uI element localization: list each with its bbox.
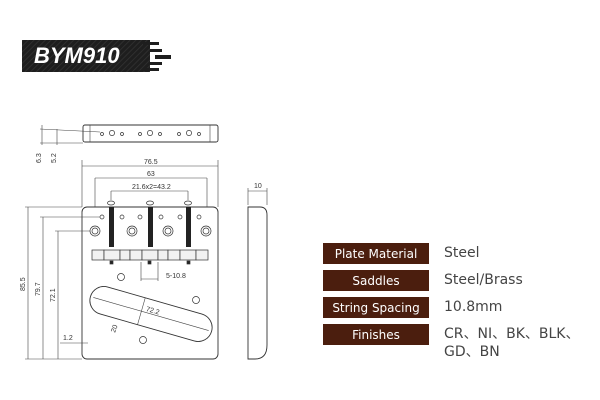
spec-value: CR、NI、BK、BLK、GD、BN [444, 326, 580, 360]
dim-plate-width: 76.5 [144, 159, 158, 166]
dim-post-spacing: 63 [147, 171, 155, 178]
top-view: 6.3 5.2 [36, 124, 219, 163]
dim-top-h2: 5.2 [51, 153, 58, 163]
dim-hole-1: 79.7 [35, 282, 42, 296]
spec-label: Finishes [323, 324, 429, 345]
model-name: BYM910 [34, 43, 120, 68]
dim-pickup-length: 72.2 [145, 306, 160, 317]
spec-label: Saddles [323, 270, 429, 291]
spec-row-string-spacing: String Spacing 10.8mm [323, 297, 502, 318]
dim-pickup-width: 20 [110, 324, 119, 334]
dim-saddle-adjust: 5-10.8 [166, 273, 186, 280]
dim-top-h1: 6.3 [36, 153, 43, 163]
saddles [91, 249, 209, 265]
spec-value: 10.8mm [444, 299, 503, 315]
spec-label: Plate Material [323, 243, 429, 264]
main-plate-view: 76.5 63 21.6x2=43.2 5-10.8 [20, 159, 219, 360]
model-badge: BYM910 [22, 40, 171, 72]
spec-row-finishes: Finishes CR、NI、BK、BLK、GD、BN [323, 324, 579, 360]
dim-string-span: 21.6x2=43.2 [132, 184, 171, 191]
spec-value: Steel [444, 245, 480, 261]
spec-row-saddles: Saddles Steel/Brass [323, 270, 523, 291]
speed-lines-icon [143, 42, 171, 71]
spec-row-plate-material: Plate Material Steel [323, 243, 480, 264]
spec-label: String Spacing [323, 297, 429, 318]
dim-hole-2: 72.1 [50, 288, 57, 302]
side-view: 10 [247, 183, 268, 360]
dim-edge: 1.2 [63, 335, 73, 342]
spec-value: Steel/Brass [444, 272, 523, 288]
saddle-springs [107, 200, 192, 247]
dim-plate-length: 85.5 [20, 277, 27, 291]
dim-side-thickness: 10 [254, 183, 262, 190]
